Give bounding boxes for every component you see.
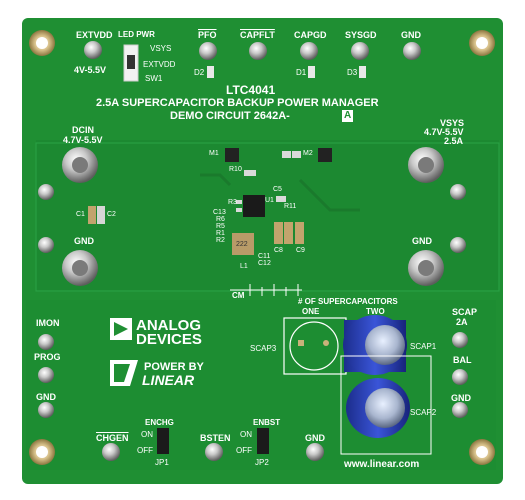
- label-extvdd-range: 4V-5.5V: [74, 65, 107, 75]
- label-sysgd: SYSGD: [345, 30, 377, 40]
- label-vsys-current: 2.5A: [444, 136, 464, 146]
- label-gnd-left: GND: [74, 236, 94, 246]
- label-scap2: SCAP2: [410, 408, 437, 417]
- label-u1: U1: [265, 197, 274, 204]
- label-enchg: ENCHG: [145, 418, 174, 427]
- logo-analog-line2: DEVICES: [136, 331, 202, 348]
- label-d1: D1: [296, 68, 307, 77]
- slide-switch-sw1[interactable]: [123, 44, 139, 82]
- label-num-supercaps: # OF SUPERCAPACITORS: [298, 297, 398, 306]
- linear-logo-icon: [110, 360, 138, 386]
- label-vsys-range: 4.7V-5.5V: [424, 127, 464, 137]
- label-gnd-top: GND: [401, 30, 421, 40]
- board-demo-suffix: A: [342, 110, 354, 122]
- label-c5: C5: [273, 186, 282, 193]
- label-pfo: PFO: [198, 30, 217, 40]
- label-dcin: DCIN: [72, 125, 94, 135]
- label-off-jp2: OFF: [236, 446, 252, 455]
- board-demo-circuit: DEMO CIRCUIT 2642A-: [170, 110, 290, 122]
- label-r10: R10: [229, 166, 242, 173]
- label-bal: BAL: [453, 355, 472, 365]
- label-c9: C9: [296, 247, 305, 254]
- label-m1: M1: [209, 150, 219, 157]
- label-d3: D3: [347, 68, 358, 77]
- controller-ic: [225, 148, 332, 217]
- label-c8: C8: [274, 247, 283, 254]
- board-part-number: LTC4041: [226, 83, 276, 97]
- label-two: TWO: [366, 307, 385, 316]
- jumper-jp2[interactable]: [257, 428, 269, 454]
- jumper-jp1[interactable]: [157, 428, 169, 454]
- label-gnd-left2: GND: [36, 392, 56, 402]
- label-r11: R11: [284, 203, 297, 210]
- label-c2: C2: [107, 211, 116, 218]
- led-indicator-icon: [207, 66, 366, 78]
- label-cm: CM: [232, 291, 245, 300]
- label-led-pwr: LED PWR: [118, 30, 155, 39]
- logo-power-by: POWER BY: [144, 361, 204, 373]
- label-r5: R5: [216, 223, 225, 230]
- label-scap1: SCAP1: [410, 342, 437, 351]
- label-l1: L1: [240, 263, 248, 270]
- label-d2: D2: [194, 68, 205, 77]
- label-c11: C11: [258, 253, 271, 260]
- label-on-jp2: ON: [240, 430, 252, 439]
- label-imon: IMON: [36, 318, 60, 328]
- label-extvdd-sw: EXTVDD: [143, 60, 176, 69]
- mounting-hole-icon: [29, 30, 495, 465]
- analog-devices-logo-icon: [110, 318, 132, 340]
- logo-linear: LINEAR: [142, 372, 195, 388]
- label-prog: PROG: [34, 352, 61, 362]
- label-r3: R3: [228, 199, 237, 206]
- turret-terminal-icon[interactable]: [38, 41, 468, 461]
- label-scap3: SCAP3: [250, 344, 277, 353]
- label-on-jp1: ON: [141, 430, 153, 439]
- label-capgd: CAPGD: [294, 30, 327, 40]
- label-vsys-sw: VSYS: [150, 44, 172, 53]
- label-enbst: ENBST: [253, 418, 281, 427]
- label-inductor-mark: 222: [236, 241, 248, 248]
- label-c1: C1: [76, 211, 85, 218]
- label-bsten: BSTEN: [200, 433, 231, 443]
- label-sw1: SW1: [145, 74, 163, 83]
- cm-ruler: [230, 284, 302, 296]
- ceramic-capacitors: [88, 206, 304, 244]
- label-gnd-bottom: GND: [305, 433, 325, 443]
- label-vsys: VSYS: [440, 118, 465, 128]
- supercapacitor-scap1: [343, 315, 407, 375]
- banana-jack-icon[interactable]: [62, 147, 444, 286]
- supercapacitor-scap2: [346, 378, 410, 438]
- logo-analog-line1: ANALOG: [136, 317, 201, 334]
- label-capflt: CAPFLT: [240, 30, 275, 40]
- label-chgen: CHGEN: [96, 433, 129, 443]
- board-url: www.linear.com: [344, 459, 420, 470]
- label-r6: R6: [216, 216, 225, 223]
- label-gnd-right: GND: [412, 236, 432, 246]
- label-jp2: JP2: [255, 458, 269, 467]
- inductor-l1: [232, 233, 254, 255]
- label-r1: R1: [216, 230, 225, 237]
- board-description: 2.5A SUPERCAPACITOR BACKUP POWER MANAGER: [96, 97, 379, 109]
- label-c12: C12: [258, 260, 271, 267]
- label-extvdd: EXTVDD: [76, 30, 113, 40]
- label-r2: R2: [216, 237, 225, 244]
- label-jp1: JP1: [155, 458, 169, 467]
- label-scap-top: SCAP: [452, 307, 478, 317]
- label-off-jp1: OFF: [137, 446, 153, 455]
- label-m2: M2: [303, 150, 313, 157]
- label-gnd-right2: GND: [451, 393, 471, 403]
- label-one: ONE: [302, 307, 320, 316]
- label-dcin-range: 4.7V-5.5V: [63, 135, 103, 145]
- label-scap-2a: 2A: [456, 317, 468, 327]
- label-c13: C13: [213, 209, 226, 216]
